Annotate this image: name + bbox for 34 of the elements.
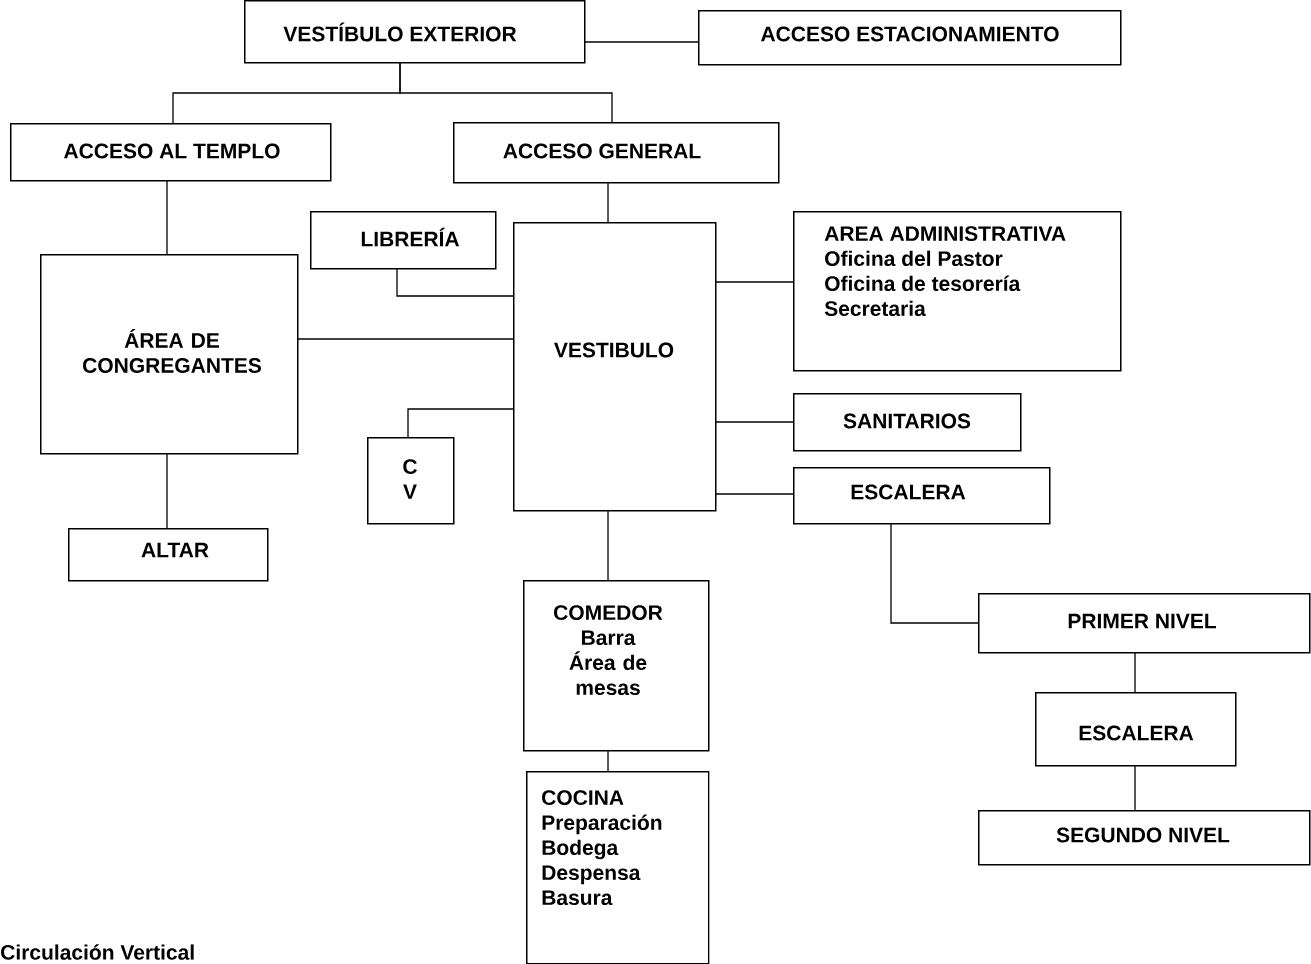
room-box: ESCALERA [793, 467, 1051, 525]
connector-line [1134, 651, 1136, 693]
room-box: ALTAR [68, 528, 269, 582]
room-box: LIBRERÍA [310, 211, 497, 270]
connector-line [714, 421, 794, 423]
room-box: AREA ADMINISTRATIVA Oficina del Pastor Oficina de tesorería Secretaria [793, 211, 1122, 372]
connector-line [399, 61, 613, 123]
room-box: COMEDOR Barra Área de mesas [523, 580, 710, 752]
room-box: C V [367, 437, 455, 525]
connector-line [607, 749, 609, 772]
room-box: SEGUNDO NIVEL [978, 810, 1311, 866]
room-box: ESCALERA [1035, 692, 1237, 767]
room-box: VESTIBULO [513, 222, 717, 512]
note-text: Circulación Vertical [1, 944, 194, 960]
connector-line [407, 408, 514, 438]
room-box: COCINA Preparación Bodega Despensa Basura [526, 771, 710, 964]
room-box: PRIMER NIVEL [978, 593, 1311, 654]
connector-line [166, 179, 168, 255]
connector-line [714, 493, 794, 495]
room-box: ACCESO ESTACIONAMIENTO [698, 10, 1122, 66]
connector-line [607, 181, 609, 223]
connector-line [396, 267, 514, 297]
room-box: SANITARIOS [793, 393, 1022, 452]
connector-line [296, 338, 514, 340]
room-box: VESTÍBULO EXTERIOR [244, 0, 586, 64]
room-box: ACCESO AL TEMPLO [10, 123, 332, 182]
connector-line [166, 452, 168, 529]
connector-line [607, 509, 609, 581]
connector-line [890, 522, 979, 624]
room-box: ÁREA DE CONGREGANTES [40, 254, 299, 455]
connector-line [714, 281, 794, 283]
connector-line [583, 41, 699, 43]
connector-line [1134, 764, 1136, 811]
room-box: ACCESO GENERAL [453, 122, 780, 184]
